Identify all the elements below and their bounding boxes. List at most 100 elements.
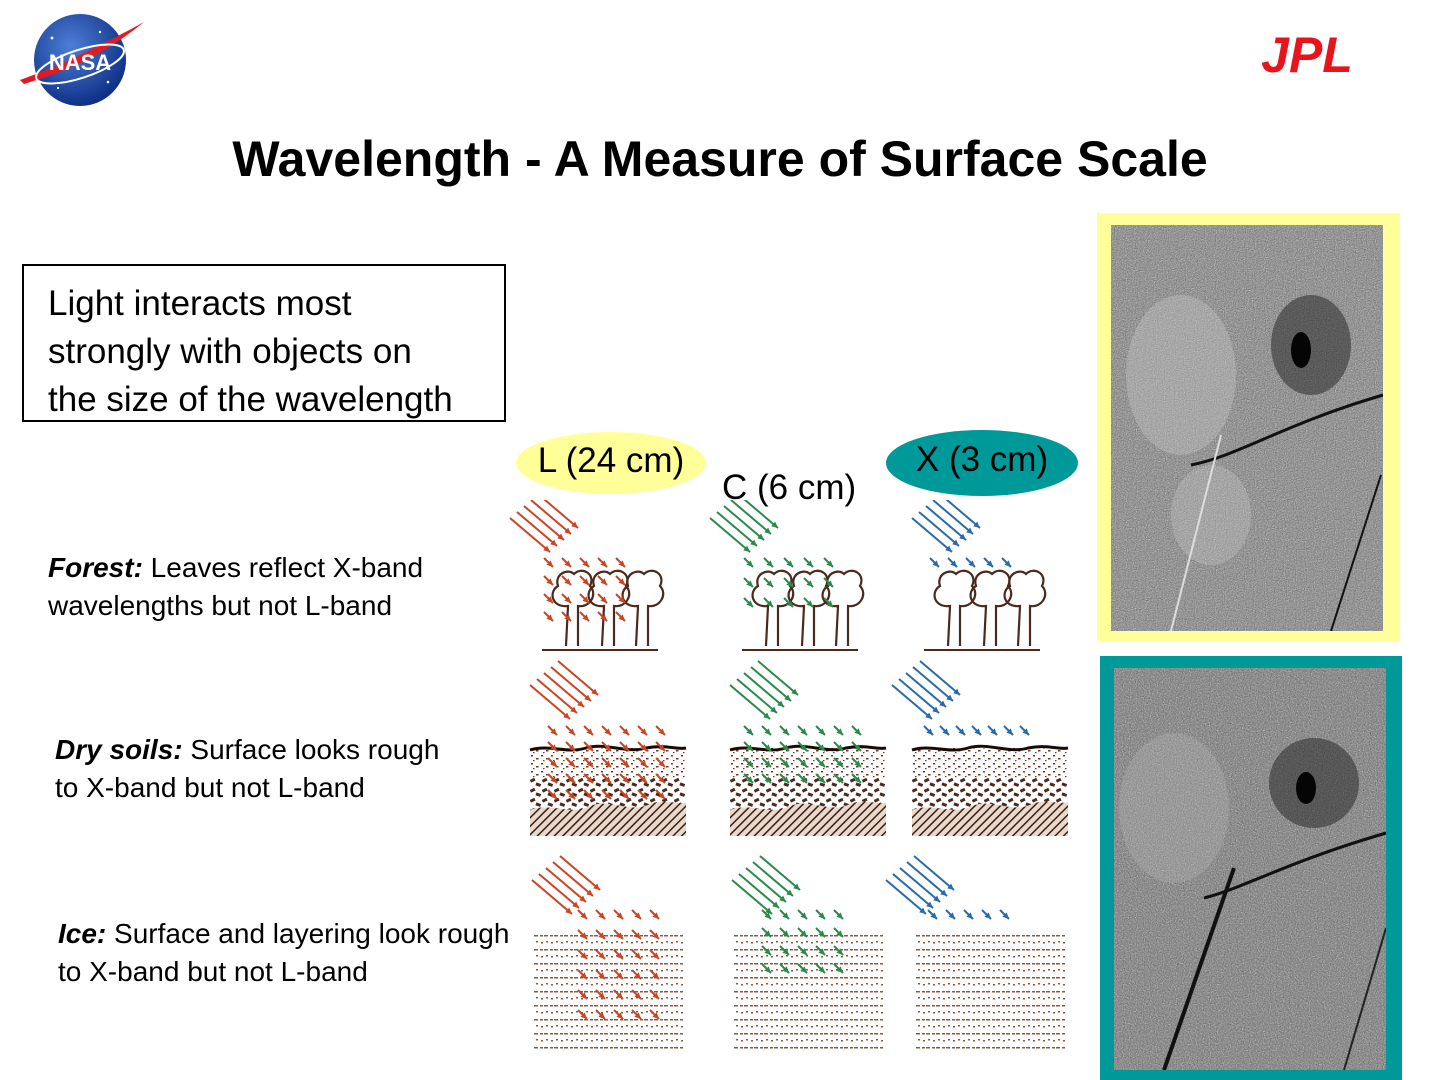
wave-arrow bbox=[999, 909, 1010, 920]
wave-arrow bbox=[912, 666, 954, 702]
wave-arrow bbox=[613, 989, 624, 1000]
wave-arrow bbox=[613, 969, 624, 980]
row-description-ice: Ice: Surface and layering look rough to … bbox=[58, 915, 518, 991]
wave-arrow bbox=[815, 757, 826, 768]
wave-arrow bbox=[615, 557, 626, 568]
wave-arrow bbox=[619, 757, 630, 768]
wave-arrow bbox=[637, 789, 648, 800]
wave-arrow bbox=[899, 867, 941, 903]
wave-arrow bbox=[797, 963, 808, 974]
wave-arrow bbox=[833, 945, 844, 956]
wave-arrow bbox=[579, 575, 590, 586]
wave-arrow bbox=[601, 725, 612, 736]
wave-arrow bbox=[583, 773, 594, 784]
wave-arrow bbox=[601, 789, 612, 800]
wave-arrow bbox=[906, 861, 948, 897]
wave-arrow bbox=[509, 517, 551, 553]
soil-illustration bbox=[528, 744, 688, 838]
wave-arrow bbox=[615, 575, 626, 586]
wave-arrow bbox=[761, 773, 772, 784]
wave-arrow bbox=[927, 909, 938, 920]
row-label: Forest: bbox=[48, 552, 143, 583]
wave-arrow bbox=[637, 773, 648, 784]
wave-arrow bbox=[1003, 725, 1014, 736]
wave-arrow bbox=[709, 517, 751, 553]
wave-arrow bbox=[583, 757, 594, 768]
wave-arrow bbox=[932, 500, 974, 535]
wave-arrow bbox=[815, 725, 826, 736]
sar-image-l-band-frame bbox=[1097, 213, 1400, 641]
wave-arrow bbox=[543, 611, 554, 622]
wave-arrow bbox=[833, 909, 844, 920]
wave-arrow bbox=[579, 611, 590, 622]
row-text: Leaves reflect X-band wavelengths but no… bbox=[48, 552, 424, 621]
wave-arrow bbox=[729, 684, 771, 720]
wave-arrow bbox=[833, 963, 844, 974]
wave-arrow bbox=[905, 672, 947, 708]
wave-arrow bbox=[823, 597, 834, 608]
wave-arrow bbox=[543, 557, 554, 568]
wave-arrow bbox=[530, 500, 572, 535]
wave-arrow bbox=[783, 577, 794, 588]
row-description-dry-soils: Dry soils: Surface looks rough to X-band… bbox=[55, 731, 445, 807]
wave-arrow bbox=[613, 929, 624, 940]
sar-image-x-band-frame bbox=[1100, 656, 1402, 1080]
wave-arrow bbox=[547, 789, 558, 800]
wave-arrow bbox=[918, 511, 960, 547]
wave-arrow bbox=[601, 757, 612, 768]
wave-arrow bbox=[745, 867, 787, 903]
wave-arrow bbox=[649, 929, 660, 940]
sar-image-x-band bbox=[1114, 668, 1386, 1070]
wave-arrow bbox=[779, 773, 790, 784]
wave-arrow bbox=[613, 949, 624, 960]
wave-arrow bbox=[779, 909, 790, 920]
wave-arrow bbox=[797, 945, 808, 956]
wave-arrow bbox=[743, 500, 779, 529]
wave-arrow bbox=[797, 909, 808, 920]
wave-arrow bbox=[963, 909, 974, 920]
wave-arrow bbox=[815, 945, 826, 956]
wave-arrow bbox=[631, 989, 642, 1000]
wave-arrow bbox=[619, 789, 630, 800]
wave-arrow bbox=[595, 969, 606, 980]
wave-arrow bbox=[761, 909, 772, 920]
wave-arrow bbox=[619, 773, 630, 784]
wave-arrow bbox=[637, 757, 648, 768]
forest-illustration bbox=[924, 571, 1045, 650]
wave-arrow bbox=[743, 557, 754, 568]
wave-arrow bbox=[543, 500, 579, 529]
ice-illustration bbox=[734, 930, 884, 1050]
forest-illustration bbox=[742, 571, 863, 650]
wave-arrow bbox=[797, 773, 808, 784]
wave-arrow bbox=[815, 773, 826, 784]
wave-arrow bbox=[945, 909, 956, 920]
wave-arrow bbox=[743, 741, 754, 752]
wave-arrow bbox=[779, 945, 790, 956]
wave-arrow bbox=[536, 678, 578, 714]
wave-arrow bbox=[619, 725, 630, 736]
wave-arrow bbox=[913, 855, 955, 891]
wave-arrow bbox=[577, 929, 588, 940]
wave-arrow bbox=[631, 1009, 642, 1020]
wave-arrow bbox=[851, 773, 862, 784]
wave-arrow bbox=[631, 909, 642, 920]
wave-arrow bbox=[743, 577, 754, 588]
wave-arrow bbox=[543, 593, 554, 604]
row-text: Surface looks rough to X-band but not L-… bbox=[55, 734, 440, 803]
svg-text:JPL: JPL bbox=[1261, 30, 1353, 78]
wave-arrow bbox=[803, 557, 814, 568]
wave-arrow bbox=[523, 505, 565, 541]
wave-arrow bbox=[577, 909, 588, 920]
wave-arrow bbox=[987, 725, 998, 736]
wave-arrow bbox=[752, 861, 794, 897]
wave-arrow bbox=[763, 557, 774, 568]
wave-arrow bbox=[983, 557, 994, 568]
wave-arrow bbox=[595, 909, 606, 920]
wave-arrow bbox=[743, 725, 754, 736]
wave-arrow bbox=[815, 909, 826, 920]
wave-arrow bbox=[557, 660, 599, 696]
wave-arrow bbox=[797, 725, 808, 736]
wave-arrow bbox=[631, 969, 642, 980]
wave-arrow bbox=[750, 666, 792, 702]
wave-arrow bbox=[833, 773, 844, 784]
